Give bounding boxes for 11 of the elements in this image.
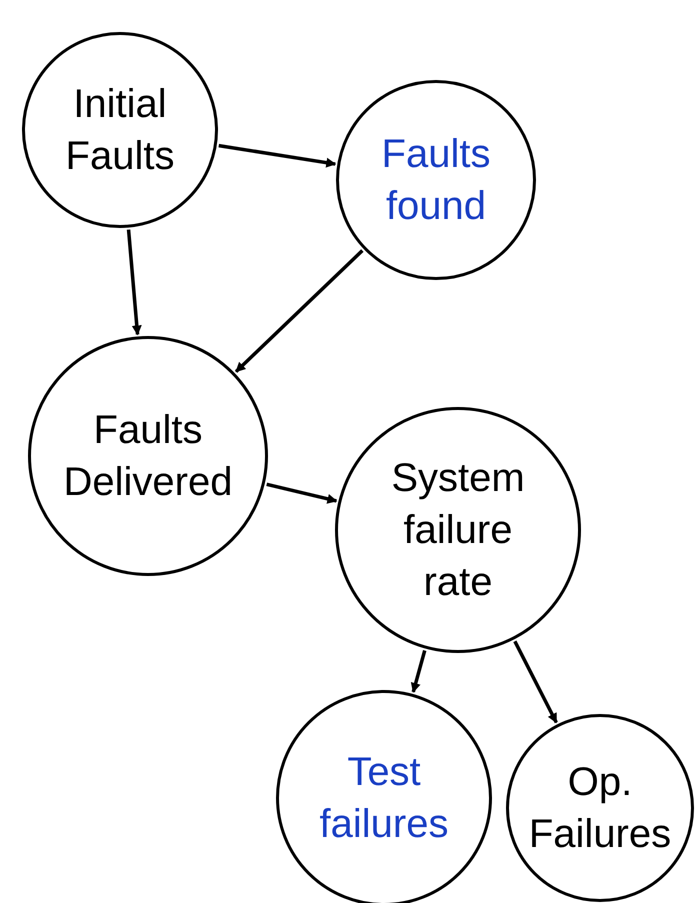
node-label: Op. Failures <box>528 759 672 858</box>
arrow <box>218 144 336 168</box>
node-label: Initial Faults <box>64 81 176 180</box>
node-label: Test failures <box>318 749 450 848</box>
node-label: Faults found <box>380 131 492 230</box>
arrow <box>266 482 338 504</box>
arrow <box>513 640 558 724</box>
node-label: System failure rate <box>390 455 526 606</box>
arrow <box>234 249 364 373</box>
arrow <box>126 229 142 336</box>
node-label: Faults Delivered <box>62 407 234 506</box>
